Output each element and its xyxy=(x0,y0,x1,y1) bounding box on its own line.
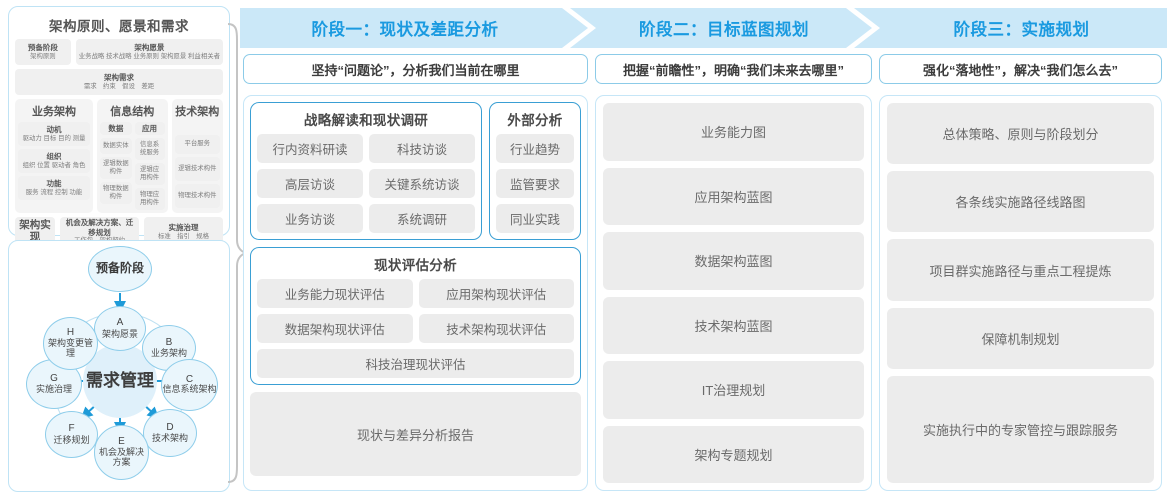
phase-1-subtitle: 坚持“问题论”，分析我们当前在哪里 xyxy=(243,54,588,84)
chip-peer-practice[interactable]: 同业实践 xyxy=(496,204,574,233)
cell-data-entity: 数据实体 xyxy=(100,138,132,154)
cell-logical-technology-component: 逻辑技术构件 xyxy=(174,157,220,181)
cell-prelim: 预备阶段 架构原则 xyxy=(15,39,71,65)
phase-2-header: 阶段二：目标蓝图规划 xyxy=(639,21,809,39)
chip-gap-analysis-report[interactable]: 现状与差异分析报告 xyxy=(250,392,581,476)
adm-node-d-technology-architecture[interactable]: D 技术架构 xyxy=(143,409,197,457)
adm-node-f-migration-planning[interactable]: F 迁移规划 xyxy=(45,411,98,458)
chevron-phase-1 xyxy=(240,8,588,48)
phase-2-column: 业务能力图 应用架构蓝图 数据架构蓝图 技术架构蓝图 IT治理规划 架构专题规划 xyxy=(595,95,872,491)
chip-executive-interview[interactable]: 高层访谈 xyxy=(257,169,363,198)
togaf-content-panel: 架构原则、愿景和需求 预备阶段 架构原则 架构愿景 业务战略 技术战略 业务原则… xyxy=(8,6,230,247)
adm-cycle-panel: 预备阶段 需求管理 A 架构愿景 B 业务架构 C 信息系统架构 xyxy=(8,240,230,492)
phase-1-header: 阶段一：现状及差距分析 xyxy=(311,21,499,39)
chip-architecture-topic-planning[interactable]: 架构专题规划 xyxy=(603,425,864,483)
chip-business-interview[interactable]: 业务访谈 xyxy=(257,204,363,233)
phase-2-items: 业务能力图 应用架构蓝图 数据架构蓝图 技术架构蓝图 IT治理规划 架构专题规划 xyxy=(603,103,864,483)
chip-expert-control-tracking-service[interactable]: 实施执行中的专家管控与跟踪服务 xyxy=(887,375,1154,483)
chip-tech-governance-assessment[interactable]: 科技治理现状评估 xyxy=(257,349,574,378)
adm-node-e-opportunities-and-solutions[interactable]: E 机会及解决方案 xyxy=(94,425,149,480)
chip-program-path-key-projects[interactable]: 项目群实施路径与重点工程提炼 xyxy=(887,239,1154,301)
cell-motivation: 动机 驱动力 目标 目的 测量 xyxy=(18,122,91,146)
left-panel-row-2: 架构需求 需求 约束 假设 差距 xyxy=(15,69,223,95)
chip-tech-interview[interactable]: 科技访谈 xyxy=(369,134,475,163)
cell-logical-data-component: 逻辑数据构件 xyxy=(100,157,132,179)
chip-technology-architecture-blueprint[interactable]: 技术架构蓝图 xyxy=(603,296,864,354)
chip-assurance-mechanism-planning[interactable]: 保障机制规划 xyxy=(887,307,1154,369)
card-current-state-assessment: 现状评估分析 业务能力现状评估 应用架构现状评估 数据架构现状评估 技术架构现状… xyxy=(250,247,581,385)
cell-organization: 组织 组织 位置 驱动者 角色 xyxy=(18,149,91,173)
chip-industry-trend[interactable]: 行业趋势 xyxy=(496,134,574,163)
chip-overall-strategy-principles-phases[interactable]: 总体策略、原则与阶段划分 xyxy=(887,103,1154,165)
cell-arch-requirements: 架构需求 需求 约束 假设 差距 xyxy=(15,69,223,95)
cell-application-head: 应用 xyxy=(134,122,165,135)
chip-business-capability-map[interactable]: 业务能力图 xyxy=(603,103,864,161)
chip-technology-architecture-assessment[interactable]: 技术架构现状评估 xyxy=(418,314,574,343)
chip-business-capability-assessment[interactable]: 业务能力现状评估 xyxy=(257,279,413,308)
chip-application-architecture-assessment[interactable]: 应用架构现状评估 xyxy=(418,279,574,308)
left-panel-title: 架构原则、愿景和需求 xyxy=(49,19,189,34)
chip-regulatory-requirement[interactable]: 监管要求 xyxy=(496,169,574,198)
domain-col-business: 业务架构 动机 驱动力 目标 目的 测量 组织 组织 位置 驱动者 角色 功能 … xyxy=(15,99,94,213)
phase-3-subtitle: 强化“落地性”，解决“我们怎么去” xyxy=(879,54,1162,84)
chip-key-system-interview[interactable]: 关键系统访谈 xyxy=(369,169,475,198)
chevron-phase-3 xyxy=(854,8,1167,48)
card-external-analysis: 外部分析 行业趋势 监管要求 同业实践 xyxy=(489,102,581,240)
phase-2-subtitle: 把握“前瞻性”，明确“我们未来去哪里” xyxy=(595,54,872,84)
phase-3-column: 总体策略、原则与阶段划分 各条线实施路径线路图 项目群实施路径与重点工程提炼 保… xyxy=(879,95,1162,491)
chip-system-research[interactable]: 系统调研 xyxy=(369,204,475,233)
strategy-research-items: 行内资料研读 科技访谈 高层访谈 关键系统访谈 业务访谈 系统调研 xyxy=(257,134,475,233)
left-panel-row-1: 预备阶段 架构原则 架构愿景 业务战略 技术战略 业务原则 架构愿景 利益相关者 xyxy=(15,39,223,65)
card-strategy-research: 战略解读和现状调研 行内资料研读 科技访谈 高层访谈 关键系统访谈 业务访谈 系… xyxy=(250,102,482,240)
adm-node-preliminary[interactable]: 预备阶段 xyxy=(88,246,152,292)
phase-header-band: 阶段一：现状及差距分析 阶段二：目标蓝图规划 阶段三：实施规划 xyxy=(240,8,1167,48)
external-analysis-items: 行业趋势 监管要求 同业实践 xyxy=(496,134,574,233)
cell-data-head: 数据 xyxy=(100,122,132,135)
phase-chevron-shapes xyxy=(240,8,1167,48)
chip-data-architecture-assessment[interactable]: 数据架构现状评估 xyxy=(257,314,413,343)
domain-col-technology: 技术架构 平台服务 逻辑技术构件 物理技术构件 xyxy=(171,99,223,213)
cell-function: 功能 服务 流程 控制 功能 xyxy=(18,176,91,200)
current-state-assessment-items: 业务能力现状评估 应用架构现状评估 数据架构现状评估 技术架构现状评估 xyxy=(257,279,574,343)
cell-physical-technology-component: 物理技术构件 xyxy=(174,184,220,208)
chip-line-implementation-roadmap[interactable]: 各条线实施路径线路图 xyxy=(887,171,1154,233)
cell-logical-application-component: 逻辑应用构件 xyxy=(134,163,165,185)
chevron-phase-2 xyxy=(570,8,872,48)
phase-3-items: 总体策略、原则与阶段划分 各条线实施路径线路图 项目群实施路径与重点工程提炼 保… xyxy=(887,103,1154,483)
chip-internal-materials[interactable]: 行内资料研读 xyxy=(257,134,363,163)
cell-physical-application-component: 物理应用构件 xyxy=(134,188,165,210)
phase-1-column: 战略解读和现状调研 行内资料研读 科技访谈 高层访谈 关键系统访谈 业务访谈 系… xyxy=(243,95,588,491)
left-panel-domain-columns: 业务架构 动机 驱动力 目标 目的 测量 组织 组织 位置 驱动者 角色 功能 … xyxy=(15,99,223,213)
chip-it-governance-planning[interactable]: IT治理规划 xyxy=(603,361,864,419)
adm-node-a-architecture-vision[interactable]: A 架构愿景 xyxy=(94,306,146,351)
chip-data-architecture-blueprint[interactable]: 数据架构蓝图 xyxy=(603,232,864,290)
cell-arch-vision: 架构愿景 业务战略 技术战略 业务原则 架构愿景 利益相关者 xyxy=(75,39,223,65)
phase-3-header: 阶段三：实施规划 xyxy=(953,21,1090,39)
adm-node-c-information-systems-architecture[interactable]: C 信息系统架构 xyxy=(161,359,218,411)
adm-node-h-architecture-change-management[interactable]: H 架构变更管理 xyxy=(43,317,98,370)
chip-application-architecture-blueprint[interactable]: 应用架构蓝图 xyxy=(603,167,864,225)
domain-col-information: 信息结构 数据 数据实体 逻辑数据构件 物理数据构件 xyxy=(97,99,168,213)
phase-1-top-row: 战略解读和现状调研 行内资料研读 科技访谈 高层访谈 关键系统访谈 业务访谈 系… xyxy=(250,102,581,240)
cell-information-system-service: 信息系统服务 xyxy=(134,138,165,160)
cell-platform-service: 平台服务 xyxy=(174,135,220,154)
adm-cycle: 预备阶段 需求管理 A 架构愿景 B 业务架构 C 信息系统架构 xyxy=(9,241,229,491)
cell-physical-data-component: 物理数据构件 xyxy=(100,182,132,204)
